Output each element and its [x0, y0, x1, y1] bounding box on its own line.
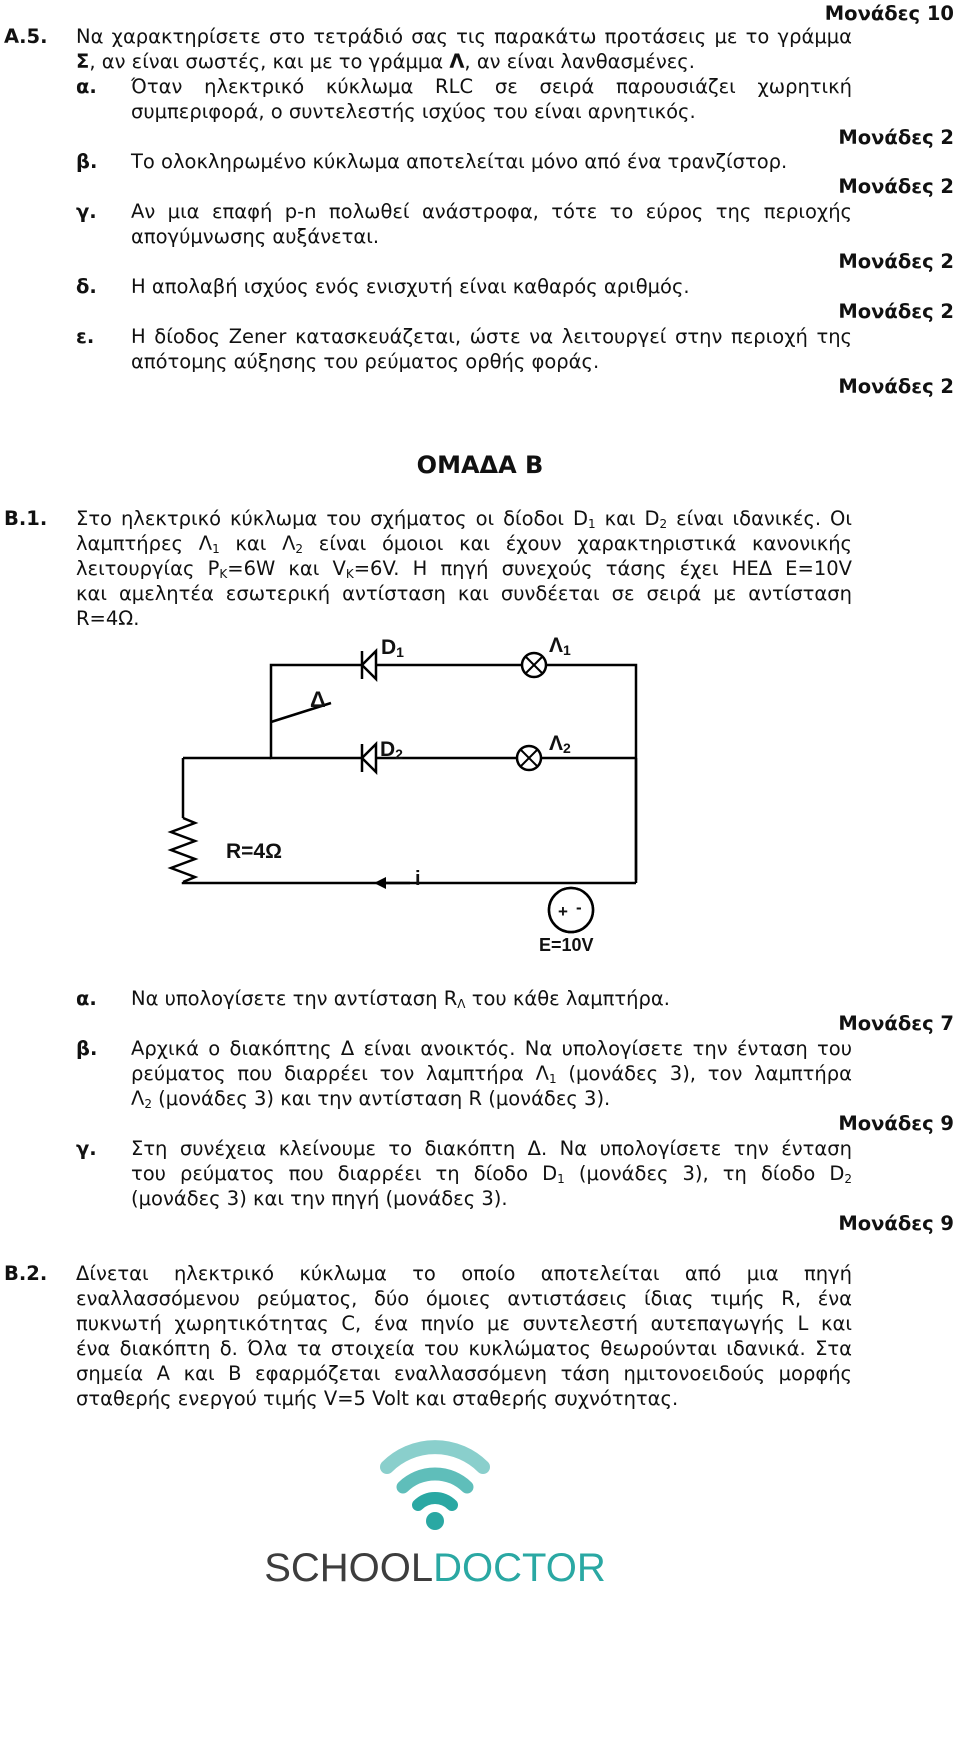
- b1-q-a-label: α.: [76, 987, 97, 1010]
- b1-line3: λειτουργίας PK=6W και VK=6V. Η πηγή συνε…: [76, 557, 852, 581]
- logo-part-school: SCHOOL: [264, 1546, 434, 1590]
- a5-item-e-marks: Μονάδες 2: [838, 375, 954, 398]
- label-d2: D2: [380, 738, 403, 762]
- a5-item-c-line2: απογύμνωσης αυξάνεται.: [131, 225, 380, 248]
- label-current: i: [415, 868, 421, 890]
- b1-q-c-marks: Μονάδες 9: [838, 1212, 954, 1235]
- diode-d2: [360, 740, 378, 776]
- switch-delta: [270, 701, 332, 724]
- a5-item-b-marks: Μονάδες 2: [838, 175, 954, 198]
- a5-item-c-label: γ.: [76, 200, 97, 223]
- b1-line5: R=4Ω.: [76, 607, 140, 630]
- b1-q-b-line2: ρεύματος που διαρρέει τον λαμπτήρα Λ1 (μ…: [131, 1062, 852, 1086]
- a5-item-a-line1: Όταν ηλεκτρικό κύκλωμα RLC σε σειρά παρο…: [131, 75, 852, 98]
- b1-q-b-line1: Αρχικά ο διακόπτης Δ είναι ανοικτός. Να …: [131, 1037, 852, 1060]
- lamp-l1: [520, 651, 548, 679]
- wire-bottom-branch: [269, 743, 362, 760]
- b1-q-c-line2: του ρεύματος που διαρρέει τη δίοδο D1 (μ…: [131, 1162, 853, 1186]
- a5-item-e-label: ε.: [76, 325, 95, 348]
- a5-item-b-line1: Το ολοκληρωμένο κύκλωμα αποτελείται μόνο…: [131, 150, 788, 173]
- diode-d1: [360, 647, 378, 683]
- a5-item-a-label: α.: [76, 75, 97, 98]
- top-marks: Μονάδες 10: [824, 2, 954, 25]
- group-b-heading: ΟΜΑΔΑ Β: [416, 451, 544, 479]
- label-resistor: R=4Ω: [226, 840, 282, 863]
- circuit-diagram: [167, 647, 638, 934]
- wifi-signal-icon: [380, 1440, 490, 1530]
- a5-intro-line2: Σ, αν είναι σωστές, και με το γράμμα Λ, …: [76, 50, 695, 73]
- logo-part-doctor: DOCTOR: [433, 1546, 606, 1590]
- b2-line5: σημεία Α και Β εφαρμόζεται εναλλασσόμενη…: [76, 1362, 852, 1385]
- b2-line1: Δίνεται ηλεκτρικό κύκλωμα το οποίο αποτε…: [76, 1262, 852, 1285]
- b1-line2: λαμπτήρες Λ1 και Λ2 είναι όμοιοι και έχο…: [76, 532, 852, 556]
- label-source: E=10V: [539, 935, 594, 955]
- a5-item-d-label: δ.: [76, 275, 97, 298]
- label-source-minus: -: [576, 898, 582, 917]
- b1-label: Β.1.: [4, 507, 48, 530]
- a5-item-d-marks: Μονάδες 2: [838, 300, 954, 323]
- b2-label: Β.2.: [4, 1262, 48, 1285]
- a5-item-d-line1: Η απολαβή ισχύος ενός ενισχυτή είναι καθ…: [131, 275, 690, 298]
- b1-q-b-marks: Μονάδες 9: [838, 1112, 954, 1135]
- b1-q-a-marks: Μονάδες 7: [838, 1012, 954, 1035]
- current-arrow: [374, 877, 410, 889]
- label-d1: D1: [381, 636, 404, 660]
- a5-item-e-line2: απότομης αύξησης του ρεύματος ορθής φορά…: [131, 350, 600, 373]
- a5-item-e-line1: Η δίοδος Zener κατασκευάζεται, ώστε να λ…: [131, 325, 852, 348]
- b1-q-c-label: γ.: [76, 1137, 97, 1160]
- b1-line1: Στο ηλεκτρικό κύκλωμα του σχήματος οι δί…: [76, 507, 853, 531]
- a5-item-c-marks: Μονάδες 2: [838, 250, 954, 273]
- resistor: [167, 816, 199, 884]
- a5-item-a-marks: Μονάδες 2: [838, 126, 954, 149]
- label-switch: Δ: [310, 687, 326, 712]
- b1-q-b-label: β.: [76, 1037, 98, 1060]
- label-source-plus: +: [558, 902, 568, 921]
- a5-item-b-label: β.: [76, 150, 98, 173]
- b2-line2: εναλλασσόμενου ρεύματος, δύο όμοιες αντι…: [76, 1287, 852, 1310]
- a5-label: Α.5.: [4, 25, 48, 48]
- b1-line4: και αμελητέα εσωτερική αντίσταση και συν…: [76, 582, 852, 605]
- wire-top-branch: [269, 663, 362, 743]
- b2-line4: ένα διακόπτη δ. Όλα τα στοιχεία του κυκλ…: [76, 1337, 852, 1360]
- b2-line6: σταθερής ενεργού τιμής V=5 Volt και σταθ…: [76, 1387, 679, 1410]
- a5-item-a-line2: συμπεριφορά, ο συντελεστής ισχύος του εί…: [131, 100, 696, 123]
- b1-q-a-line1: Να υπολογίσετε την αντίσταση RΛ του κάθε…: [131, 987, 670, 1011]
- b2-line3: πυκνωτή χωρητικότητας C, ένα πηνίο με συ…: [76, 1312, 852, 1335]
- label-l2: Λ2: [549, 732, 571, 756]
- a5-intro-line1: Να χαρακτηρίσετε στο τετράδιό σας τις πα…: [76, 25, 852, 48]
- b1-q-c-line3: (μονάδες 3) και την πηγή (μονάδες 3).: [131, 1187, 508, 1210]
- b1-q-b-line3: Λ2 (μονάδες 3) και την αντίσταση R (μονά…: [131, 1087, 611, 1111]
- lamp-l2: [515, 744, 543, 772]
- a5-item-c-line1: Αν μια επαφή p-n πολωθεί ανάστροφα, τότε…: [131, 200, 852, 223]
- b1-q-c-line1: Στη συνέχεια κλείνουμε το διακόπτη Δ. Να…: [131, 1137, 852, 1160]
- label-l1: Λ1: [549, 634, 571, 658]
- schooldoctor-logo: SCHOOLDOCTOR: [0, 1545, 870, 1591]
